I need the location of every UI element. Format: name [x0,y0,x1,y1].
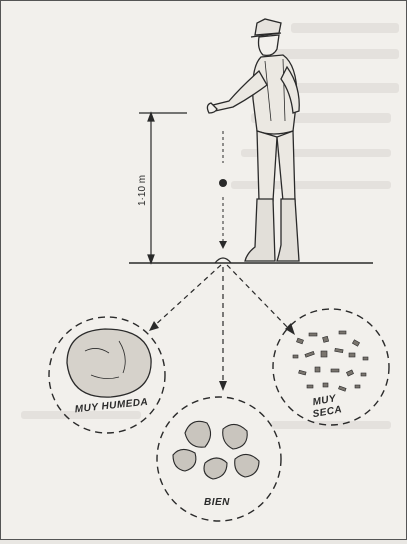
good-label: BIEN [204,497,230,508]
outcome-good: BIEN [157,397,281,521]
outcome-arrows [153,265,291,383]
good-soil-crumbs [173,421,259,479]
height-label: 1·10 m [137,175,148,206]
outcome-arrowheads [149,321,295,391]
wet-soil-lump [67,329,151,397]
dry-soil-scatter [293,331,368,391]
falling-soil-ball [215,131,231,263]
